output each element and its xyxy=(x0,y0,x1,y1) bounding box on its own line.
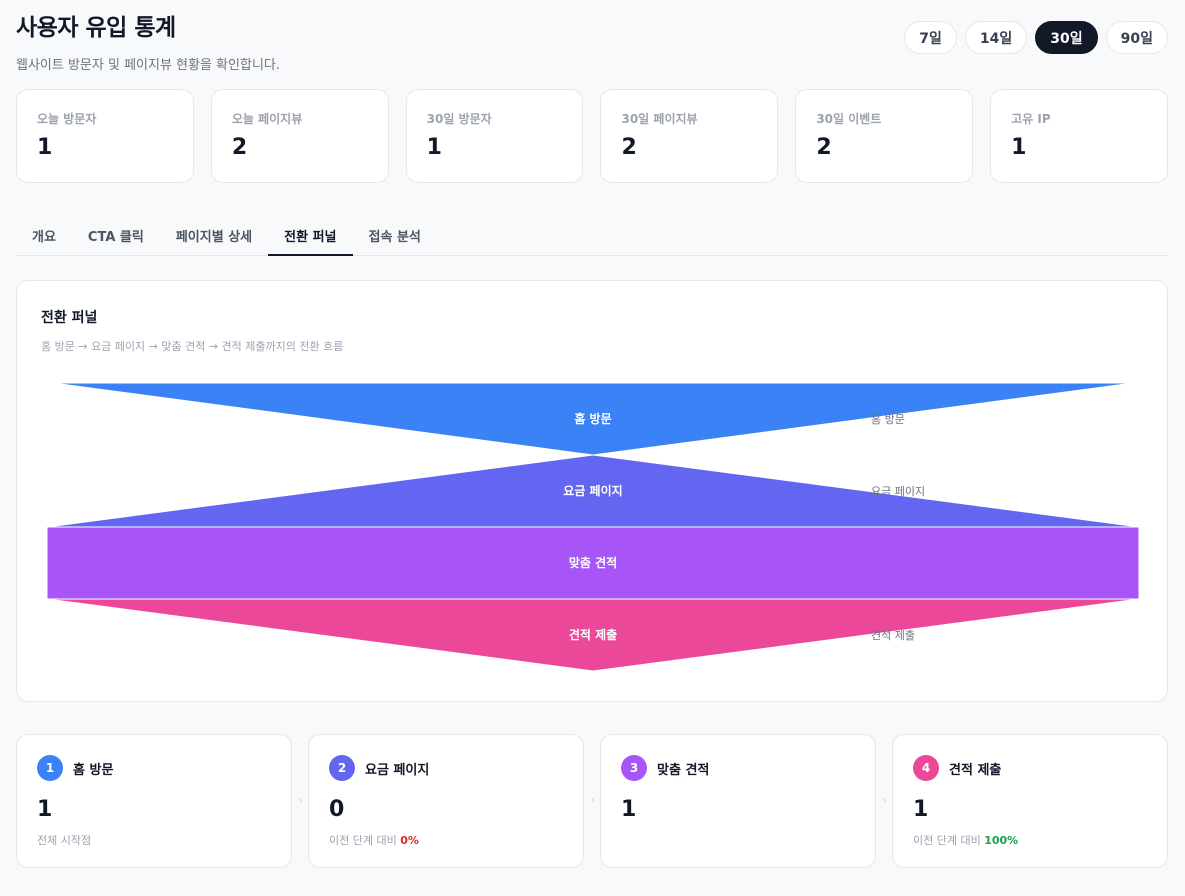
stat-label: 고유 IP xyxy=(1011,112,1051,126)
funnel-step-row: 1 홈 방문 1 전체 시작점 › 2 요금 페이지 0 이전 단계 대비 0%… xyxy=(16,734,1168,868)
stat-card-today-visitors: 오늘 방문자 1 xyxy=(16,89,194,183)
stat-value: 1 xyxy=(1011,135,1027,160)
step-value: 1 xyxy=(621,797,637,822)
step-number-badge: 3 xyxy=(621,755,647,781)
period-14d-button[interactable]: 14일 xyxy=(964,21,1028,54)
funnel-stage-1 xyxy=(52,382,1134,456)
stat-label: 30일 방문자 xyxy=(426,112,492,126)
tab-cta-clicks[interactable]: CTA 클릭 xyxy=(87,230,144,245)
stat-label: 30일 페이지뷰 xyxy=(621,112,698,126)
stat-value: 1 xyxy=(426,135,442,160)
step-number-badge: 4 xyxy=(913,755,939,781)
step-number-badge: 2 xyxy=(329,755,355,781)
stat-label: 30일 이벤트 xyxy=(816,112,882,126)
stat-card-30d-visitors: 30일 방문자 1 xyxy=(405,89,584,183)
step-note-text: 전체 시작점 xyxy=(37,834,92,847)
page-header: 사용자 유입 통계 웹사이트 방문자 및 페이지뷰 현황을 확인합니다. xyxy=(16,8,280,73)
step-rate: 0% xyxy=(400,834,419,847)
tab-conversion-funnel[interactable]: 전환 퍼널 xyxy=(268,216,353,256)
funnel-title: 전환 퍼널 xyxy=(41,310,98,326)
step-value: 1 xyxy=(913,797,929,822)
stat-label: 오늘 페이지뷰 xyxy=(231,112,303,126)
funnel-side-label: 요금 페이지 xyxy=(871,485,925,498)
stat-card-today-pageviews: 오늘 페이지뷰 2 xyxy=(210,89,389,183)
funnel-stage-label: 맞춤 견적 xyxy=(569,555,617,570)
stats-row: 오늘 방문자 1 오늘 페이지뷰 2 30일 방문자 1 30일 페이지뷰 2 … xyxy=(16,89,1168,183)
funnel-stage-label: 견적 제출 xyxy=(569,627,617,642)
funnel-stage-4 xyxy=(46,598,1140,672)
step-name: 요금 페이지 xyxy=(365,762,430,778)
funnel-stage-label: 홈 방문 xyxy=(574,411,611,426)
chevron-right-icon: › xyxy=(882,793,887,807)
step-rate: 100% xyxy=(984,834,1019,847)
tab-overview[interactable]: 개요 xyxy=(32,230,56,245)
stat-value: 2 xyxy=(621,135,637,160)
stat-card-30d-events: 30일 이벤트 2 xyxy=(795,89,974,183)
chevron-right-icon: › xyxy=(590,793,595,807)
step-name: 견적 제출 xyxy=(949,762,1002,778)
page-subtitle: 웹사이트 방문자 및 페이지뷰 현황을 확인합니다. xyxy=(16,58,280,73)
tab-access-analysis[interactable]: 접속 분석 xyxy=(368,230,421,245)
tab-bar: 개요 CTA 클릭 페이지별 상세 전환 퍼널 접속 분석 xyxy=(16,216,1168,256)
step-note-text: 이전 단계 대비 xyxy=(913,834,981,847)
period-30d-button[interactable]: 30일 xyxy=(1035,21,1098,54)
step-card-1: 1 홈 방문 1 전체 시작점 › xyxy=(16,734,303,868)
stat-value: 2 xyxy=(816,135,832,160)
stat-card-unique-ip: 고유 IP 1 xyxy=(990,89,1168,183)
step-value: 1 xyxy=(37,797,53,822)
period-selector: 7일 14일 30일 90일 xyxy=(904,21,1168,54)
step-card-4: 4 견적 제출 1 이전 단계 대비 100% xyxy=(892,734,1168,868)
stat-label: 오늘 방문자 xyxy=(37,112,97,126)
step-name: 홈 방문 xyxy=(73,762,114,778)
stat-value: 2 xyxy=(231,135,248,160)
step-note: 전체 시작점 xyxy=(37,832,271,848)
funnel-side-label: 홈 방문 xyxy=(871,412,905,426)
period-7d-button[interactable]: 7일 xyxy=(904,21,957,54)
tab-page-details[interactable]: 페이지별 상세 xyxy=(175,230,253,245)
stat-card-30d-pageviews: 30일 페이지뷰 2 xyxy=(600,89,779,183)
step-card-3: 3 맞춤 견적 1 › xyxy=(600,734,887,868)
step-name: 맞춤 견적 xyxy=(657,762,710,778)
step-note-text: 이전 단계 대비 xyxy=(329,834,397,847)
step-note: 이전 단계 대비 100% xyxy=(913,832,1147,848)
step-card-2: 2 요금 페이지 0 이전 단계 대비 0% › xyxy=(308,734,595,868)
stat-value: 1 xyxy=(37,135,53,160)
chevron-right-icon: › xyxy=(298,793,303,807)
step-number-badge: 1 xyxy=(37,755,63,781)
funnel-side-label: 견적 제출 xyxy=(871,629,915,642)
period-90d-button[interactable]: 90일 xyxy=(1105,21,1168,54)
step-value: 0 xyxy=(329,797,345,822)
page-title: 사용자 유입 통계 xyxy=(16,15,176,41)
funnel-stage-label: 요금 페이지 xyxy=(563,483,622,498)
funnel-description: 홈 방문 → 요금 페이지 → 맞춤 견적 → 견적 제출까지의 전환 흐름 xyxy=(41,340,344,353)
step-note: 이전 단계 대비 0% xyxy=(329,832,563,848)
